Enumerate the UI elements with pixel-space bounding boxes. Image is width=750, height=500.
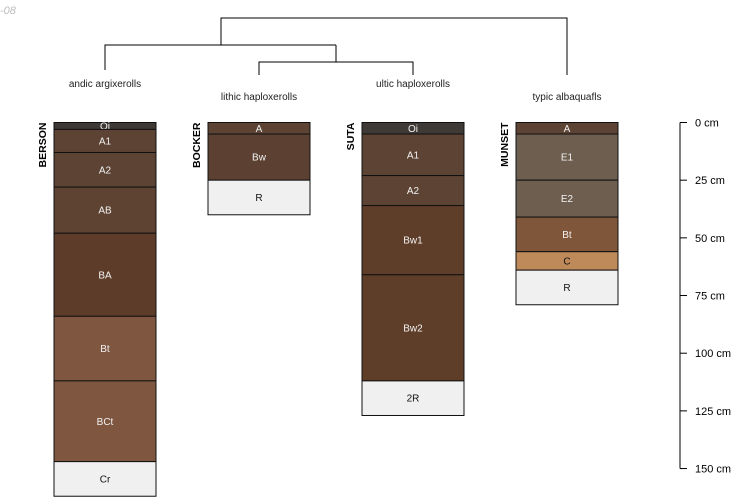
depth-axis-tick-label: 100 cm xyxy=(695,348,731,360)
horizon-label: R xyxy=(563,283,570,294)
horizon-label: R xyxy=(255,193,262,204)
dendrogram-branch xyxy=(258,61,414,75)
profile-id-label: SUTA xyxy=(345,122,357,150)
horizon-Bt xyxy=(53,315,157,382)
horizon-label: E2 xyxy=(561,194,574,205)
horizon-R xyxy=(207,179,311,216)
horizon-label: A2 xyxy=(99,165,112,176)
horizon-BCt xyxy=(53,380,157,463)
horizon-label: Cr xyxy=(100,474,111,485)
horizon-A2 xyxy=(361,175,465,207)
horizon-E1 xyxy=(515,133,619,181)
horizon-label: BCt xyxy=(97,417,114,428)
horizon-label: Oi xyxy=(100,121,110,132)
horizon-AB xyxy=(53,186,157,234)
profile-id-label: BOCKER xyxy=(191,122,203,168)
depth-axis-tick-label: 0 cm xyxy=(695,118,719,130)
horizon-E2 xyxy=(515,179,619,218)
horizon-Bw xyxy=(207,133,311,181)
depth-axis-tick-label: 25 cm xyxy=(695,175,725,187)
horizon-BA xyxy=(53,232,157,317)
horizon-label: A1 xyxy=(407,150,420,161)
horizon-R xyxy=(515,269,619,306)
depth-axis-tick-label: 125 cm xyxy=(695,406,731,418)
horizon-label: A2 xyxy=(407,186,420,197)
horizon-label: C xyxy=(563,256,570,267)
profile-id-label: BERSON xyxy=(37,123,49,168)
horizon-label: Bw2 xyxy=(403,323,423,334)
horizon-label: BA xyxy=(98,270,112,281)
depth-axis-tick-label: 50 cm xyxy=(695,233,725,245)
taxon-label: lithic haploxerolls xyxy=(221,92,297,103)
dendrogram-branch xyxy=(104,44,336,70)
horizon-label: A1 xyxy=(99,136,112,147)
depth-axis-tick-label: 150 cm xyxy=(695,464,731,476)
horizon-Bw1 xyxy=(361,205,465,276)
horizon-label: Oi xyxy=(408,124,418,135)
corner-label: -08 xyxy=(0,5,16,17)
horizon-label: Bt xyxy=(562,230,572,241)
horizon-label: Bw1 xyxy=(403,236,423,247)
horizon-label: Bw xyxy=(252,153,267,164)
dendrogram-branch xyxy=(220,17,568,75)
horizon-label: 2R xyxy=(407,394,420,405)
taxon-label: ultic haploxerolls xyxy=(376,79,450,90)
taxon-label: andic argixerolls xyxy=(69,79,141,90)
horizon-label: A xyxy=(256,124,263,135)
horizon-2R xyxy=(361,380,465,416)
horizon-Bw2 xyxy=(361,274,465,382)
horizon-label: Bt xyxy=(100,344,110,355)
horizon-Cr xyxy=(53,461,157,497)
depth-axis-tick-label: 75 cm xyxy=(695,291,725,303)
taxon-label: typic albaquafls xyxy=(533,92,602,103)
horizon-A1 xyxy=(361,133,465,177)
profile-id-label: MUNSET xyxy=(499,122,511,167)
horizon-A2 xyxy=(53,151,157,188)
horizon-label: AB xyxy=(98,206,112,217)
horizon-label: E1 xyxy=(561,153,574,164)
horizon-Bt xyxy=(515,216,619,253)
horizon-label: A xyxy=(564,124,571,135)
